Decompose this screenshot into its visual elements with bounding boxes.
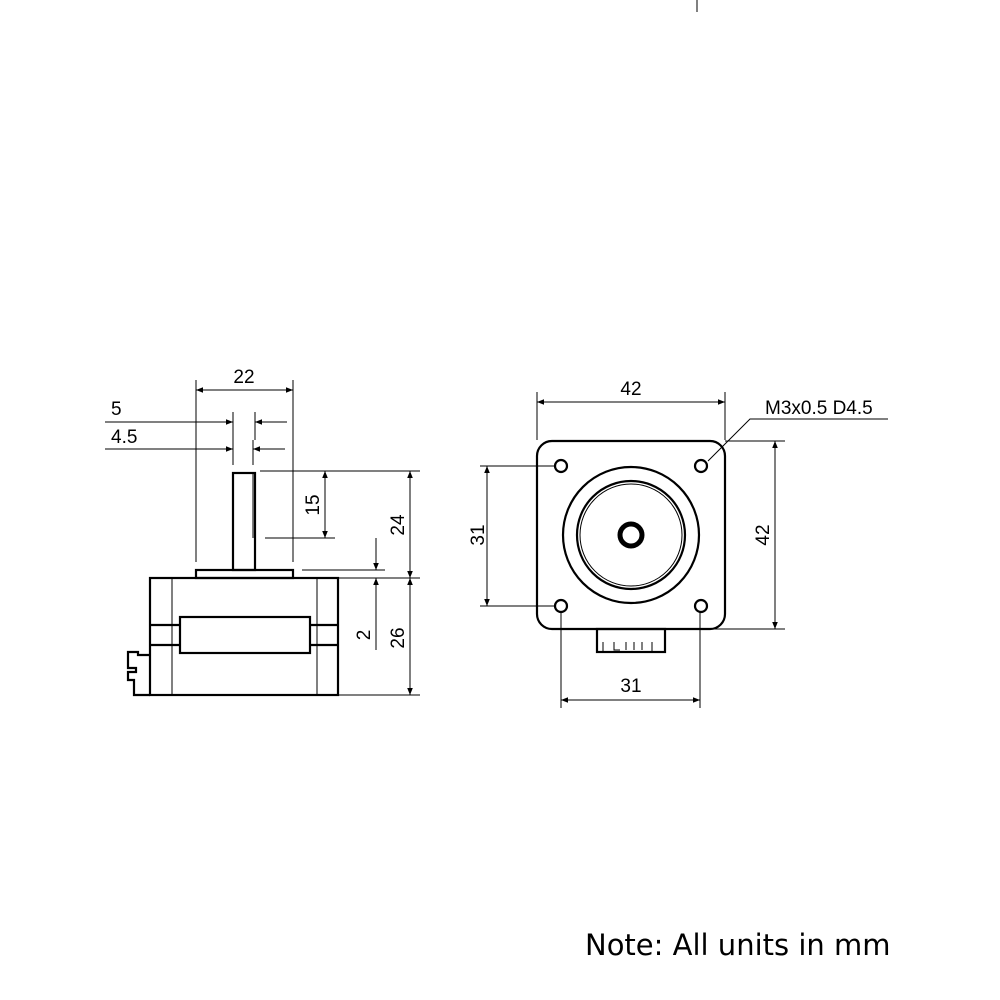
dim-2: 2 (354, 630, 375, 641)
flange-ring (561, 465, 701, 605)
connector-front (595, 627, 667, 654)
dim-4-5: 4.5 (111, 427, 137, 448)
dim-26: 26 (388, 627, 409, 648)
dim-42-width: 42 (620, 379, 641, 400)
front-view: 42 M3x0.5 D4.5 42 31 31 (468, 379, 888, 708)
boss-outer (575, 479, 687, 591)
shaft-end (617, 521, 645, 549)
shaft (231, 471, 257, 572)
hole-callout: M3x0.5 D4.5 (765, 398, 873, 419)
mount-hole (693, 458, 709, 474)
mount-hole (693, 598, 709, 614)
mount-hole (553, 598, 569, 614)
dim-24: 24 (388, 514, 409, 536)
dim-22: 22 (233, 367, 254, 388)
mount-hole (553, 458, 569, 474)
callout-leader (707, 418, 888, 462)
boss (194, 568, 295, 580)
dim-15: 15 (303, 494, 324, 515)
dim-31-vertical: 31 (468, 524, 489, 545)
stator-band (178, 615, 312, 655)
side-view: 22 5 4.5 15 24 2 26 (105, 367, 420, 697)
dim-31-horizontal: 31 (620, 676, 641, 697)
connector-side (126, 650, 150, 697)
motor-body (148, 576, 340, 697)
units-note: Note: All units in mm (585, 928, 891, 962)
dim-5: 5 (111, 399, 122, 420)
dim-42-height: 42 (753, 524, 774, 545)
